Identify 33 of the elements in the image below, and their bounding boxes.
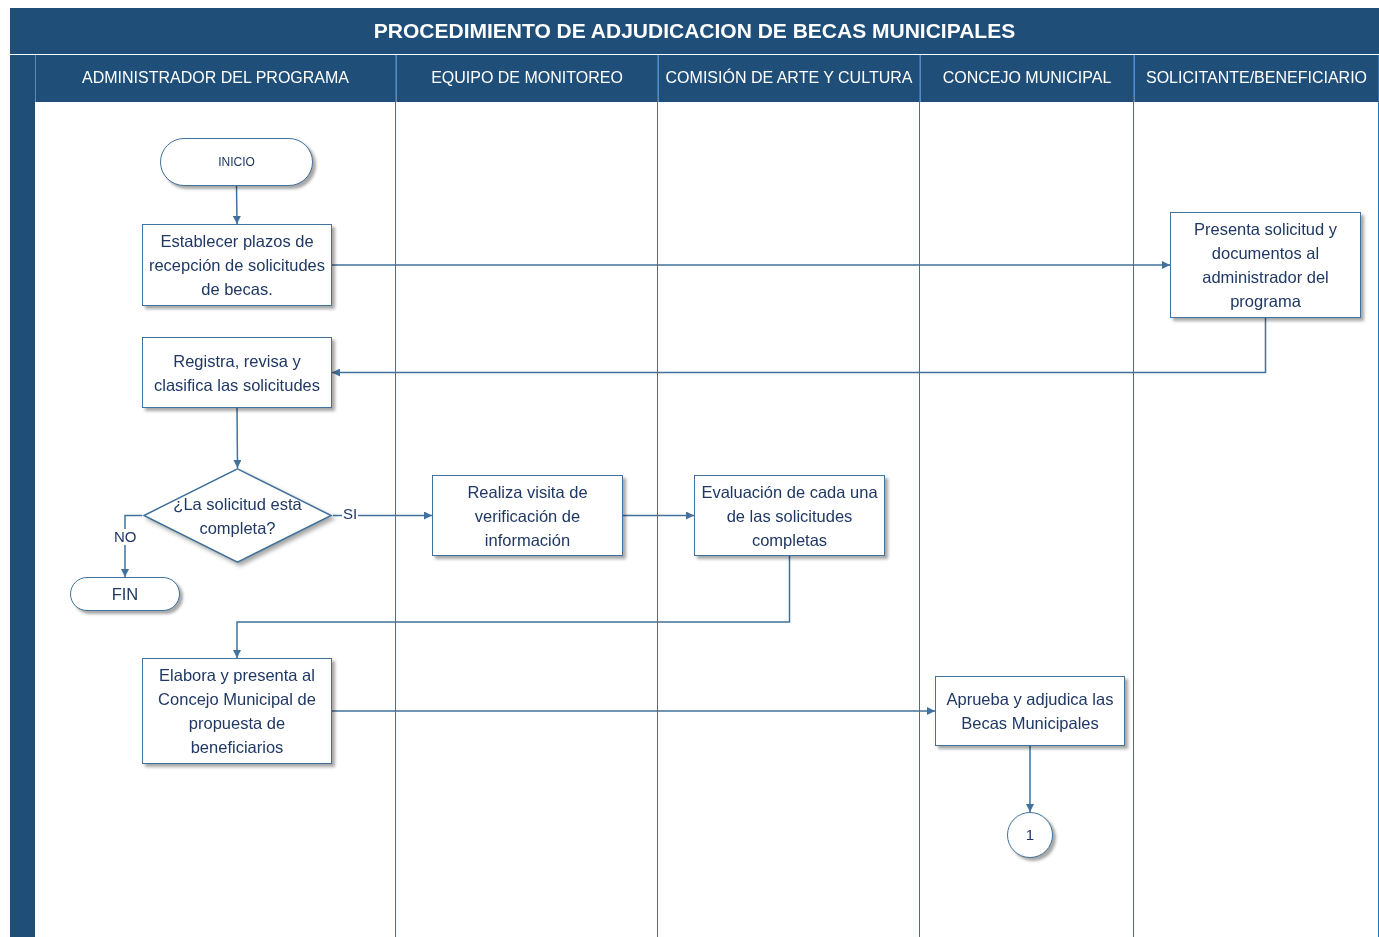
edge-label: SI bbox=[342, 506, 359, 522]
arrow bbox=[331, 261, 1171, 269]
process-box: Evaluación de cada una de las solicitudes completas bbox=[694, 475, 885, 556]
terminator-pill: INICIO bbox=[160, 138, 313, 186]
lane-header: ADMINISTRADOR DEL PROGRAMA bbox=[35, 55, 395, 102]
arrow bbox=[233, 407, 242, 469]
process-box: Presenta solicitud y documentos al administrador del programa bbox=[1170, 212, 1361, 318]
process-box: Registra, revisa y clasifica las solicitudes bbox=[142, 337, 332, 408]
title-bar: PROCEDIMIENTO DE ADJUDICACION DE BECAS MUNICIPALES bbox=[10, 8, 1379, 54]
swimlane bbox=[658, 55, 920, 937]
lane-header: EQUIPO DE MONITOREO bbox=[396, 55, 657, 102]
arrow bbox=[622, 511, 695, 520]
process-box: Aprueba y adjudica las Becas Municipales bbox=[935, 676, 1125, 746]
lane-header: SOLICITANTE/BENEFICIARIO bbox=[1134, 55, 1378, 102]
terminator-pill: FIN bbox=[70, 577, 180, 611]
arrow bbox=[233, 555, 791, 659]
lane-header: COMISIÓN DE ARTE Y CULTURA bbox=[658, 55, 919, 102]
lane-header: CONCEJO MUNICIPAL bbox=[920, 55, 1133, 102]
arrow bbox=[331, 317, 1267, 377]
arrow bbox=[332, 511, 433, 520]
arrow bbox=[331, 707, 936, 715]
swimlane bbox=[920, 55, 1134, 937]
arrow bbox=[1026, 745, 1034, 813]
arrow bbox=[232, 185, 241, 225]
decision-diamond: ¿La solicitud esta completa? bbox=[142, 468, 333, 563]
swimlane bbox=[396, 55, 658, 937]
swimlane bbox=[1134, 55, 1379, 937]
process-box: Realiza visita de verificación de información bbox=[432, 475, 623, 556]
process-box: Elabora y presenta al Concejo Municipal de propuesta de beneficiarios bbox=[142, 658, 332, 764]
connector-circle: 1 bbox=[1007, 812, 1053, 858]
edge-label: NO bbox=[113, 529, 138, 545]
process-box: Establecer plazos de recepción de solicitudes de becas. bbox=[142, 224, 332, 306]
swimlane bbox=[10, 55, 396, 937]
